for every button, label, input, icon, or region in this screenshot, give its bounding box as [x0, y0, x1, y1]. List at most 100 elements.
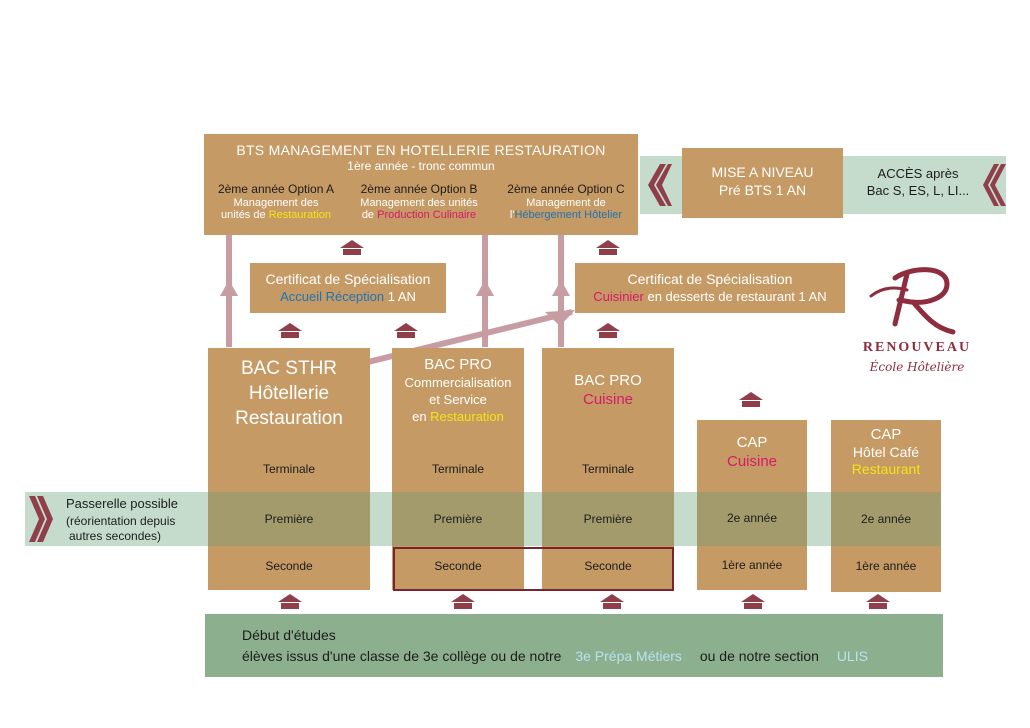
bac-pro-cuisine-line1: BAC PRO: [574, 372, 642, 389]
bac-sthr-line2: Hôtellerie: [248, 383, 330, 404]
cap-cuisine-header: CAP Cuisine: [697, 434, 807, 470]
debut-line1: Début d'études: [242, 627, 336, 643]
cap-hotel-2e: 2e année: [860, 512, 912, 526]
bac-pro-cuisine-highlight: Cuisine: [582, 391, 634, 408]
cap-hotel-highlight: Restaurant: [851, 461, 921, 477]
option-a-title: 2ème année Option A: [217, 182, 335, 196]
bts-box: BTS MANAGEMENT EN HOTELLERIE RESTAURATIO…: [204, 134, 638, 235]
cs-cuisinier-box: Certificat de Spécialisation Cuisinier e…: [575, 263, 845, 313]
cs-accueil-highlight: Accueil Réception: [280, 289, 385, 304]
bts-title: BTS MANAGEMENT EN HOTELLERIE RESTAURATIO…: [236, 142, 606, 158]
cap-hotel-header: CAP Hôtel Café Restaurant: [831, 426, 941, 477]
up-arrow-icon: [603, 603, 621, 609]
sthr-seconde: Seconde: [265, 559, 313, 573]
sthr-terminale: Terminale: [262, 462, 316, 476]
bac-pro-comm-line2: Commercialisation: [404, 375, 512, 390]
cs-accueil-line2: Accueil Réception 1 AN: [280, 289, 416, 304]
sthr-premiere: Première: [264, 512, 314, 526]
option-c-title: 2ème année Option C: [507, 182, 625, 196]
cap-hotel-line1: CAP: [870, 426, 902, 443]
up-arrow-icon: [454, 603, 472, 609]
option-b-title: 2ème année Option B: [360, 182, 478, 196]
acces-text: ACCÈS après Bac S, ES, L, LI...: [858, 166, 978, 198]
logo: RENOUVEAU École Hôtelière: [855, 262, 979, 382]
logo-r-icon: [869, 267, 956, 335]
option-c-line2: l'Hébergement Hôtelier: [509, 209, 623, 221]
pro-comm-terminale: Terminale: [431, 462, 485, 476]
mise-a-niveau-line2: Pré BTS 1 AN: [718, 182, 807, 198]
up-arrow-icon: [451, 594, 475, 602]
option-b-highlight: Production Culinaire: [377, 209, 477, 221]
premiere-overlap-cap-cuisine: [697, 492, 807, 546]
cap-cuisine-highlight: Cuisine: [726, 453, 778, 470]
access-band-right-chevron-icon: [983, 164, 1006, 206]
bac-pro-comm-line1: BAC PRO: [424, 356, 492, 373]
bac-pro-comm-column: BAC PRO Commercialisation et Service en …: [392, 348, 524, 590]
cs-cuisinier-highlight: Cuisinier: [593, 289, 644, 304]
cap-cuisine-line1: CAP: [736, 434, 768, 451]
acces-line2: Bac S, ES, L, LI...: [866, 183, 970, 198]
acces-line1: ACCÈS après: [877, 166, 959, 181]
logo-brand: RENOUVEAU: [862, 340, 972, 355]
up-arrow-icon: [397, 332, 415, 338]
up-arrow-icon: [343, 249, 361, 255]
mise-a-niveau-line1: MISE A NIVEAU: [711, 164, 814, 180]
up-arrow-icon: [281, 332, 299, 338]
cap-cuisine-1re: 1ère année: [721, 558, 783, 572]
bts-option-c: 2ème année Option C Management de l'Hébe…: [494, 182, 638, 221]
passerelle-title: Passerelle possible: [66, 496, 179, 511]
option-c-line1: Management de: [526, 197, 606, 209]
pro-comm-seconde: Seconde: [434, 559, 482, 573]
debut-prepa-highlight: 3e Prépa Métiers: [575, 648, 682, 664]
bac-pro-cuisine-column: BAC PRO Cuisine: [542, 348, 674, 590]
mise-a-niveau-box: MISE A NIVEAU Pré BTS 1 AN: [682, 148, 843, 218]
pro-comm-premiere: Première: [433, 512, 483, 526]
bac-sthr-line3: Restauration: [235, 408, 343, 429]
up-arrow-icon: [596, 240, 620, 248]
seconde-outline: [393, 547, 674, 591]
bac-sthr-column: BAC STHR Hôtellerie Restauration: [208, 348, 370, 590]
bts-option-b: 2ème année Option B Management des unité…: [342, 182, 496, 221]
passerelle-line3: autres secondes): [69, 529, 162, 543]
option-b-line1: Management des unités: [360, 197, 478, 209]
logo-tagline: École Hôtelière: [869, 360, 965, 374]
passerelle-line2: (réorientation depuis: [66, 514, 176, 528]
bac-pro-comm-line3: et Service: [429, 392, 487, 407]
up-arrow-icon: [278, 323, 302, 331]
bac-pro-comm-header: BAC PRO Commercialisation et Service en …: [392, 356, 524, 424]
option-b-line2: de Production Culinaire: [361, 209, 477, 221]
up-arrow-icon: [278, 594, 302, 602]
up-arrow-icon: [340, 240, 364, 248]
cap-hotel-line2: Hôtel Café: [852, 444, 920, 460]
up-arrow-icon: [869, 603, 887, 609]
cs-accueil-box: Certificat de Spécialisation Accueil Réc…: [250, 263, 446, 313]
up-arrow-icon: [596, 323, 620, 331]
premiere-overlap-pro-comm: [392, 492, 524, 546]
option-a-line2: unités de Restauration: [220, 209, 332, 221]
up-arrow-icon: [599, 332, 617, 338]
bac-pro-comm-highlight: Restauration: [430, 409, 504, 424]
up-arrow-icon: [866, 594, 890, 602]
cap-hotel-1re: 1ère année: [855, 559, 917, 573]
bac-sthr-line1: BAC STHR: [240, 358, 338, 379]
premiere-overlap-cap-hotel: [831, 492, 941, 546]
up-arrow-icon: [744, 603, 762, 609]
up-arrow-icon: [281, 603, 299, 609]
up-arrow-icon: [599, 249, 617, 255]
cs-cuisinier-line1: Certificat de Spécialisation: [627, 271, 793, 287]
cs-accueil-line1: Certificat de Spécialisation: [265, 271, 431, 287]
option-c-highlight: Hébergement Hôtelier: [514, 209, 623, 221]
option-a-highlight: Restauration: [268, 209, 332, 221]
bts-subtitle: 1ère année - tronc commun: [347, 159, 495, 173]
up-arrow-icon: [739, 392, 763, 400]
bts-option-a: 2ème année Option A Management des unité…: [204, 182, 348, 221]
option-a-line1: Management des: [233, 197, 319, 209]
bac-sthr-header: BAC STHR Hôtellerie Restauration: [208, 358, 370, 430]
bac-pro-comm-line4: en Restauration: [412, 409, 504, 424]
pro-cuisine-terminale: Terminale: [581, 462, 635, 476]
access-band-left-chevron-icon: [648, 164, 672, 206]
up-arrow-icon: [741, 594, 765, 602]
cs-cuisinier-line2: Cuisinier en desserts de restaurant 1 AN: [593, 289, 827, 304]
pro-cuisine-seconde: Seconde: [584, 559, 632, 573]
